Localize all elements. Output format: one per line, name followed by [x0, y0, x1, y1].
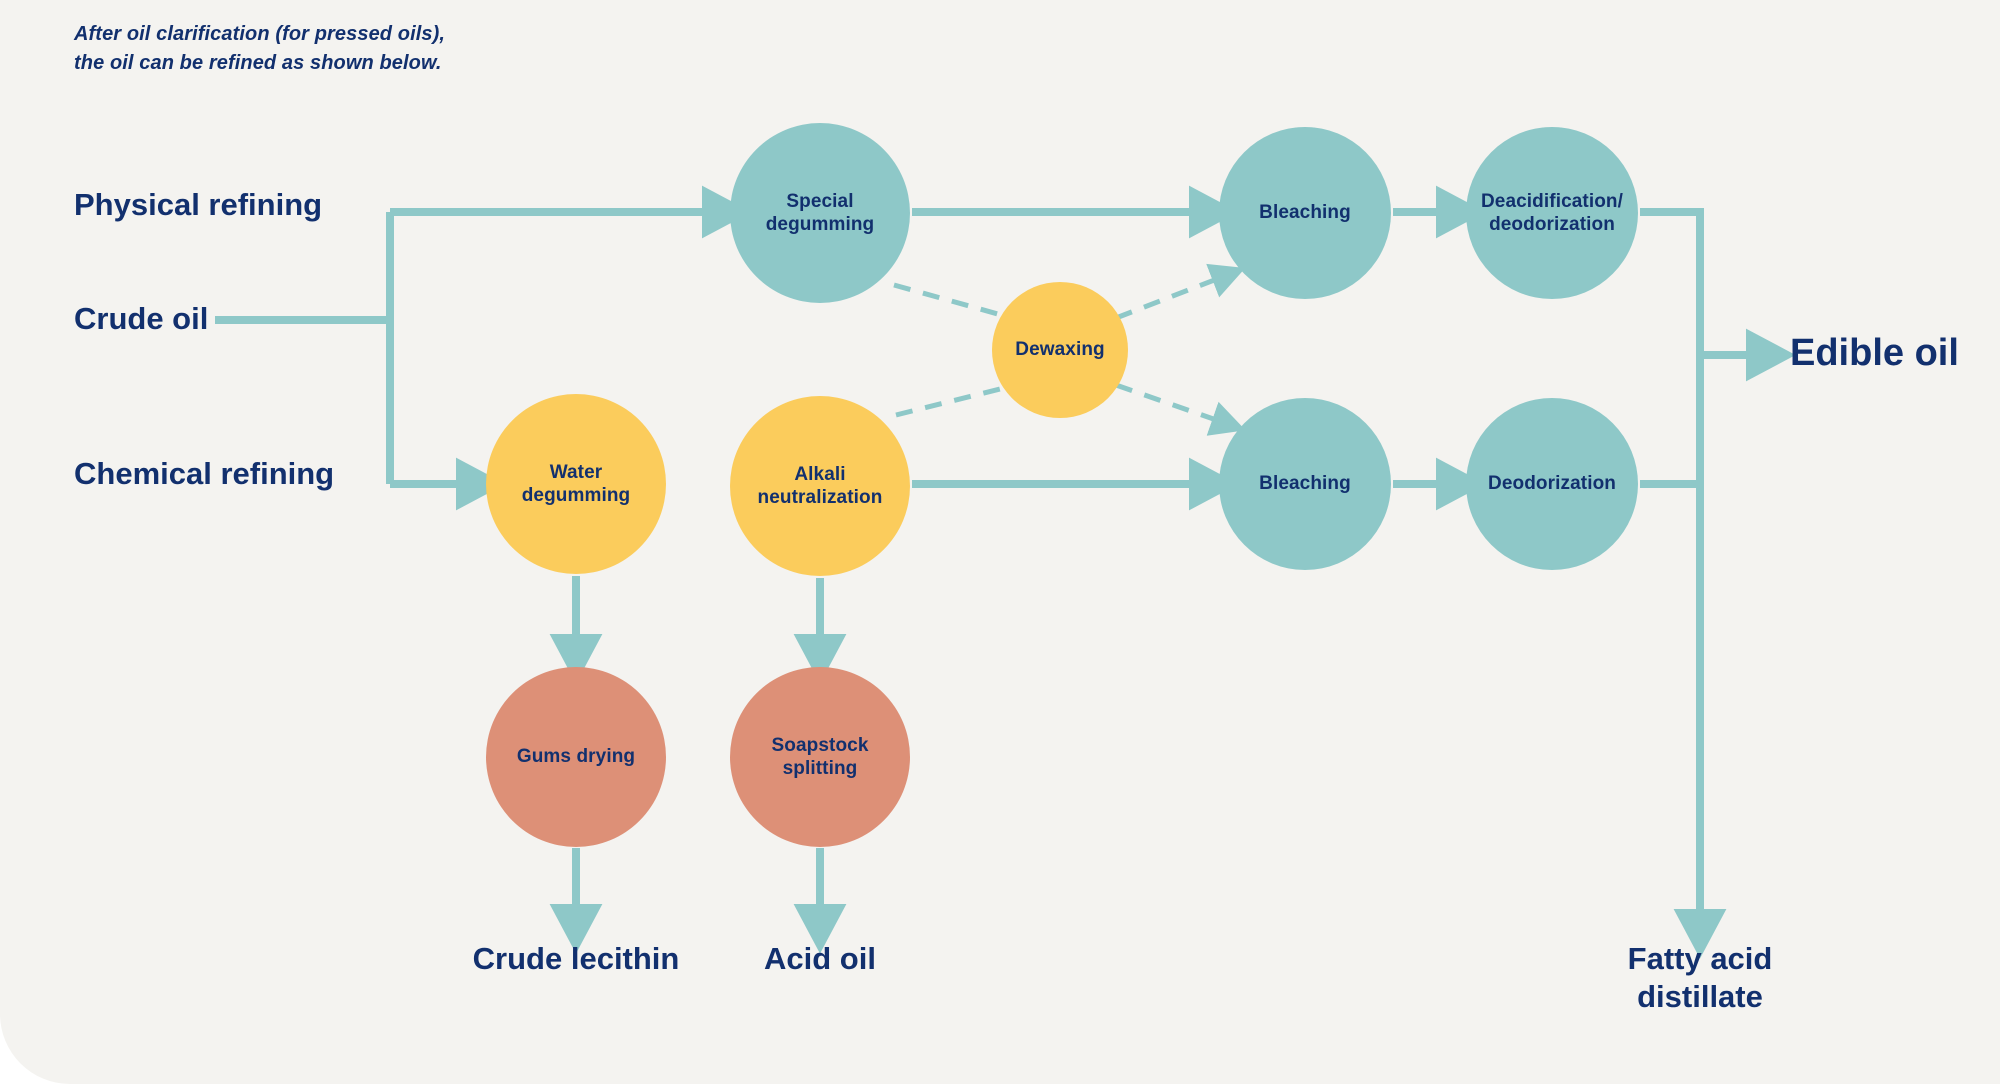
node-alkali-neutralization-line-2: neutralization [757, 487, 883, 508]
edge-alkali-to-dewaxing-dashed [895, 384, 1009, 418]
edge-dewaxing-to-bleaching-top-dashed [1115, 263, 1246, 321]
node-deacidification-line-2: deodorization [1489, 214, 1615, 235]
caption-line-1: After oil clarification (for pressed oil… [74, 23, 446, 45]
node-bleaching-bottom-line-1: Bleaching [1259, 473, 1351, 495]
node-special-degumming-line-2: degumming [765, 214, 875, 235]
label-crude-lecithin-line-2: lecithin [570, 941, 680, 976]
label-chemical-refining: Chemical refining [74, 456, 335, 491]
node-special-degumming-line-1: Special [786, 190, 854, 212]
node-alkali-neutralization-line-1: Alkali [794, 463, 846, 485]
node-water-degumming-line-2: degumming [521, 485, 631, 506]
label-crude-lecithin-line-1: Crude [472, 941, 563, 976]
label-fatty-acid-distillate-line-1: Fatty acid [1627, 941, 1773, 976]
node-water-degumming[interactable]: Water degumming [486, 394, 666, 574]
node-dewaxing-line-1: Dewaxing [1015, 339, 1105, 361]
node-water-degumming-line-1: Water [549, 461, 603, 483]
diagram-caption: After oil clarification (for pressed oil… [74, 20, 445, 78]
edge-deacidification-to-collector [1640, 208, 1704, 355]
label-crude-lecithin: Crude lecithin [446, 940, 706, 978]
node-soapstock-splitting-line-2: splitting [782, 758, 858, 779]
node-deacidification-line-1: Deacidification/ [1480, 190, 1624, 212]
node-bleaching-bottom[interactable]: Bleaching [1219, 398, 1391, 570]
label-fatty-acid-distillate-line-2: distillate [1637, 978, 1763, 1014]
edge-special-degumming-to-dewaxing-dashed [893, 282, 1006, 319]
node-dewaxing[interactable]: Dewaxing [992, 282, 1128, 418]
label-fatty-acid-distillate: Fatty acid distillate [1570, 940, 1830, 1016]
node-deodorization-line-1: Deodorization [1488, 473, 1616, 495]
node-bleaching-top[interactable]: Bleaching [1219, 127, 1391, 299]
node-alkali-neutralization[interactable]: Alkali neutralization [730, 396, 910, 576]
label-physical-refining: Physical refining [74, 187, 323, 222]
label-acid-oil: Acid oil [764, 941, 876, 976]
edge-dewaxing-to-bleaching-bottom-dashed [1115, 382, 1246, 436]
caption-line-2: the oil can be refined as shown below. [74, 52, 442, 74]
node-soapstock-splitting-line-1: Soapstock [771, 734, 869, 756]
node-bleaching-top-line-1: Bleaching [1259, 202, 1351, 224]
label-edible-oil: Edible oil [1790, 332, 1959, 374]
label-crude-oil: Crude oil [74, 301, 209, 336]
node-deodorization[interactable]: Deodorization [1466, 398, 1638, 570]
node-soapstock-splitting[interactable]: Soapstock splitting [730, 667, 910, 847]
node-deacidification-deodorization[interactable]: Deacidification/ deodorization [1466, 127, 1638, 299]
node-special-degumming[interactable]: Special degumming [730, 123, 910, 303]
node-gums-drying[interactable]: Gums drying [486, 667, 666, 847]
node-gums-drying-line-1: Gums drying [516, 746, 636, 768]
